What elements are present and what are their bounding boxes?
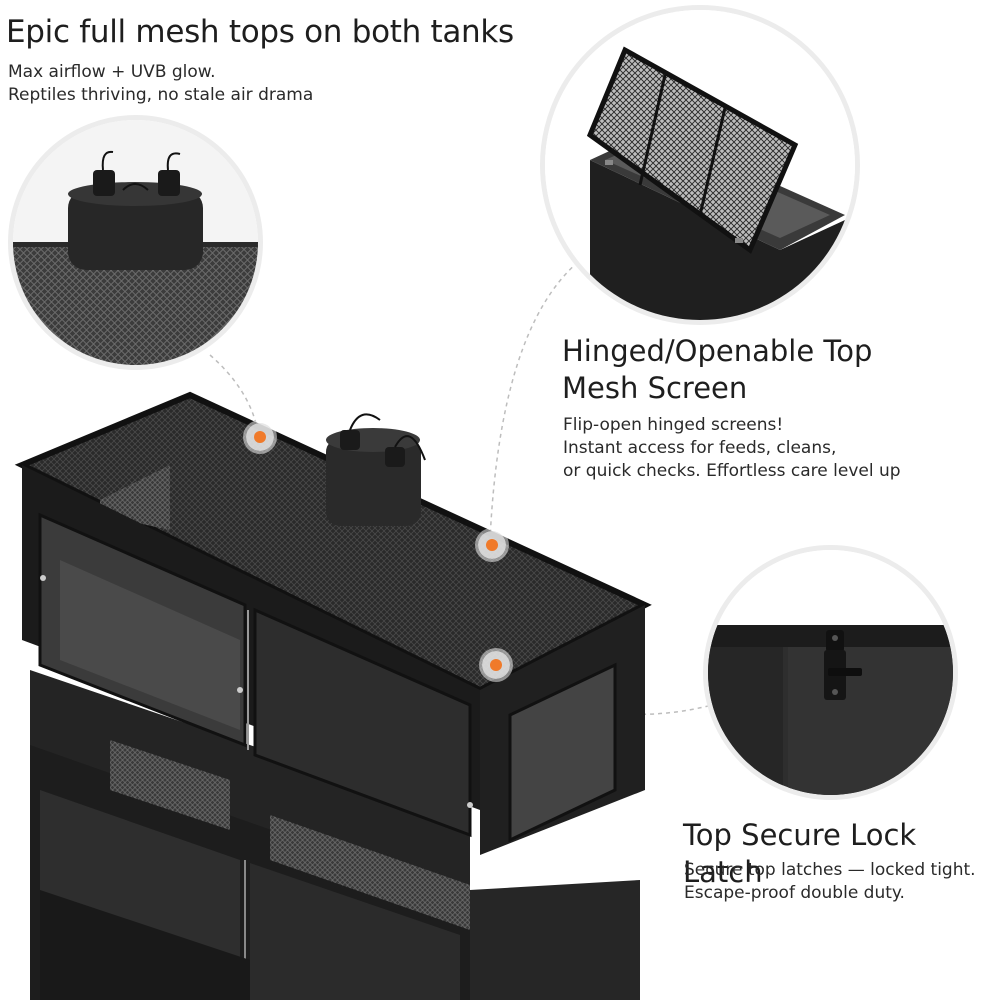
hotspot-mesh-top[interactable] [246, 423, 274, 451]
latch-heading: Top Secure Lock Latch [683, 818, 917, 889]
header-subtitle-1: Max airflow + UVB glow. [8, 62, 216, 82]
hinged-heading-1: Hinged/Openable Top [562, 334, 873, 368]
hinged-body-3: or quick checks. Effortless care level u… [563, 461, 901, 481]
hinged-body-1: Flip-open hinged screens! [563, 415, 784, 435]
lock-latch-image [708, 550, 953, 795]
enclosure-product-image [14, 391, 652, 1000]
hinged-screen-image [545, 10, 855, 320]
latch-body-1: Secure top latches — locked tight. [684, 860, 976, 880]
hotspot-hinged-screen[interactable] [478, 531, 506, 559]
callout-mesh-closeup [8, 115, 263, 370]
hinged-heading-2: Mesh Screen [562, 371, 748, 405]
header-subtitle-2: Reptiles thriving, no stale air drama [8, 85, 314, 105]
callout-lock-latch [703, 545, 958, 800]
callout-hinged-screen [540, 5, 860, 325]
page-title: Epic full mesh tops on both tanks [6, 14, 514, 50]
latch-body-2: Escape-proof double duty. [684, 883, 905, 903]
hotspot-lock-latch[interactable] [482, 651, 510, 679]
hinged-body-2: Instant access for feeds, cleans, [563, 438, 837, 458]
mesh-closeup-image [13, 120, 258, 365]
